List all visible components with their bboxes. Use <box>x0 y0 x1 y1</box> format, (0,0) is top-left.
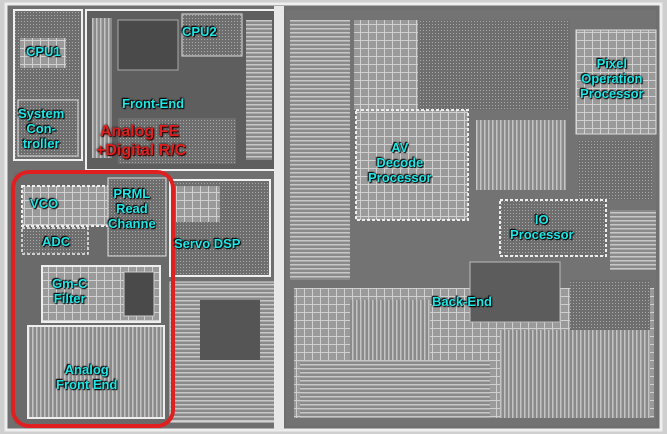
cpu1-label: CPU1 <box>26 44 61 59</box>
gmc-filter-label: Gm-C Filter <box>52 276 88 306</box>
av-decode-processor-label: AV Decode Processor <box>368 140 432 185</box>
cpu2-label: CPU2 <box>182 24 217 39</box>
pixel-operation-processor-label: Pixel Operation Processor <box>580 56 644 101</box>
system-controller-label: System Con- troller <box>18 106 65 151</box>
servo-dsp-label: Servo DSP <box>174 236 241 251</box>
analog-front-end-label: Analog Front End <box>56 362 118 392</box>
io-processor-label: IO Processor <box>510 212 574 242</box>
back-end-label: Back-End <box>432 294 492 309</box>
analog-fe-annotation: Analog FE +Digital R/C <box>96 123 187 159</box>
adc-label: ADC <box>42 234 71 249</box>
prml-read-channel-label: PRML Read Channe <box>108 186 156 231</box>
front-end-label: Front-End <box>122 96 185 111</box>
vco-label: VCO <box>30 196 59 211</box>
